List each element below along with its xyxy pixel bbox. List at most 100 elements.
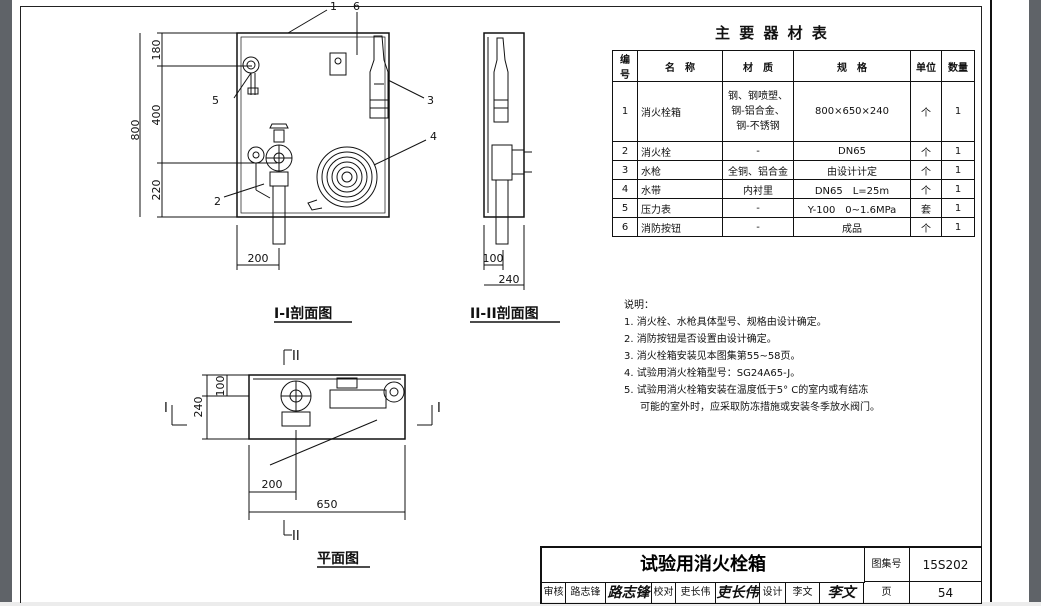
notes-block: 说明： 1. 消火栓、水枪具体型号、规格由设计确定。 2. 消防按钮是否设置由设… [624,297,880,416]
note-item: 2. 消防按钮是否设置由设计确定。 [624,334,777,345]
table-header-row: 编号 名 称 材 质 规 格 单位 数量 [612,50,975,82]
view-title-plan: 平面图 [317,551,359,567]
cell-qty: 1 [941,81,975,142]
callout-5: 5 [212,94,219,107]
cell-material: 钢、钢喷塑、钢-铝合金、钢-不锈钢 [722,81,794,142]
check-signature: 吏长伟 [716,582,760,604]
callout-4: 4 [430,130,437,143]
note-item: 4. 试验用消火栓箱型号：SG24A65-J。 [624,368,801,379]
drawing-sheet: 800 180 400 220 200 100 240 100 240 200 … [12,0,1029,604]
cell-unit: 个 [910,141,942,161]
cell-qty: 1 [941,198,975,218]
cell-qty: 1 [941,179,975,199]
dim-400: 400 [150,105,163,126]
atlas-number: 15S202 [910,548,982,582]
table-title: 主 要 器 材 表 [715,24,829,42]
cell-material: - [722,198,794,218]
section-mark-left: I [164,401,168,416]
col-name: 名 称 [637,50,723,82]
cell-name: 消火栓箱 [637,81,723,142]
cell-name: 水枪 [637,160,723,180]
section-mark-bottom: II [292,529,300,544]
viewer-right-scrollbar[interactable] [1029,0,1041,602]
table-row: 5 压力表 - Y-100 0~1.6MPa 套 1 [612,198,975,218]
design-label: 设计 [760,582,786,604]
cell-spec: 由设计计定 [793,160,911,180]
dim-180: 180 [150,40,163,61]
cell-material: - [722,217,794,237]
callout-2: 2 [214,195,221,208]
note-item-continuation: 可能的室外时，应采取防冻措施或安装冬季放水阀门。 [640,402,880,413]
check-name: 吏长伟 [676,582,716,604]
note-item: 3. 消火栓箱安装见本图集第55~58页。 [624,351,801,362]
notes-heading: 说明： [624,300,654,311]
atlas-label: 图集号 [864,548,910,582]
cell-qty: 1 [941,217,975,237]
cell-no: 4 [612,179,638,199]
cell-material: - [722,141,794,161]
col-spec: 规 格 [793,50,911,82]
design-signature: 李文 [820,582,864,604]
cell-name: 消火栓 [637,141,723,161]
cell-no: 5 [612,198,638,218]
dim-240-section2: 240 [499,273,520,286]
dim-800: 800 [129,120,142,141]
note-item: 1. 消火栓、水枪具体型号、规格由设计确定。 [624,317,827,328]
cell-spec: DN65 L=25m [793,179,911,199]
cell-spec: DN65 [793,141,911,161]
review-signature: 路志锋 [606,582,652,604]
viewer-left-gutter [0,0,12,602]
table-row: 3 水枪 全铜、铝合金 由设计计定 个 1 [612,160,975,180]
col-qty: 数量 [941,50,975,82]
cell-no: 3 [612,160,638,180]
cell-qty: 1 [941,141,975,161]
cell-unit: 个 [910,179,942,199]
cell-spec: 800×650×240 [793,81,911,142]
cell-spec: Y-100 0~1.6MPa [793,198,911,218]
dim-200-section1: 200 [248,252,269,265]
sheet-edge-line [990,0,992,602]
page-number: 54 [910,582,982,604]
table-row: 1 消火栓箱 钢、钢喷塑、钢-铝合金、钢-不锈钢 800×650×240 个 1 [612,81,975,142]
review-name: 路志锋 [566,582,606,604]
drawing-border [20,6,982,603]
note-item: 5. 试验用消火栓箱安装在温度低于5° C的室内或有结冻 [624,385,869,396]
cell-spec: 成品 [793,217,911,237]
cell-no: 6 [612,217,638,237]
section-1-drawing [139,9,427,270]
drawing-title: 试验用消火栓箱 [542,548,865,583]
section-mark-right: I [437,401,441,416]
cell-name: 消防按钮 [637,217,723,237]
dim-200-plan: 200 [262,478,283,491]
view-title-section1: I-I剖面图 [274,305,332,322]
table-row: 6 消防按钮 - 成品 个 1 [612,217,975,237]
cell-unit: 套 [910,198,942,218]
cell-unit: 个 [910,217,942,237]
cell-name: 水带 [637,179,723,199]
page-label: 页 [864,582,910,604]
check-label: 校对 [652,582,676,604]
drawing-canvas: 800 180 400 220 200 100 240 100 240 200 … [129,0,560,568]
callout-3: 3 [427,94,434,107]
cell-unit: 个 [910,160,942,180]
dim-220: 220 [150,180,163,201]
callout-1: 1 [330,0,337,13]
cell-material: 全铜、铝合金 [722,160,794,180]
col-material: 材 质 [722,50,794,82]
dim-100-section2: 100 [483,252,504,265]
cell-name: 压力表 [637,198,723,218]
cell-qty: 1 [941,160,975,180]
section-mark-top: II [292,349,300,364]
dim-240-plan: 240 [192,397,205,418]
section-2-drawing [483,32,532,290]
table-row: 4 水带 内衬里 DN65 L=25m 个 1 [612,179,975,199]
col-no: 编号 [612,50,638,82]
cell-no: 1 [612,81,638,142]
cell-material: 内衬里 [722,179,794,199]
plan-drawing [171,349,433,536]
materials-table: 编号 名 称 材 质 规 格 单位 数量 1 消火栓箱 钢、钢喷塑、钢-铝合金、… [612,50,975,237]
cell-unit: 个 [910,81,942,142]
review-label: 审核 [542,582,566,604]
view-title-section2: II-II剖面图 [470,305,539,322]
